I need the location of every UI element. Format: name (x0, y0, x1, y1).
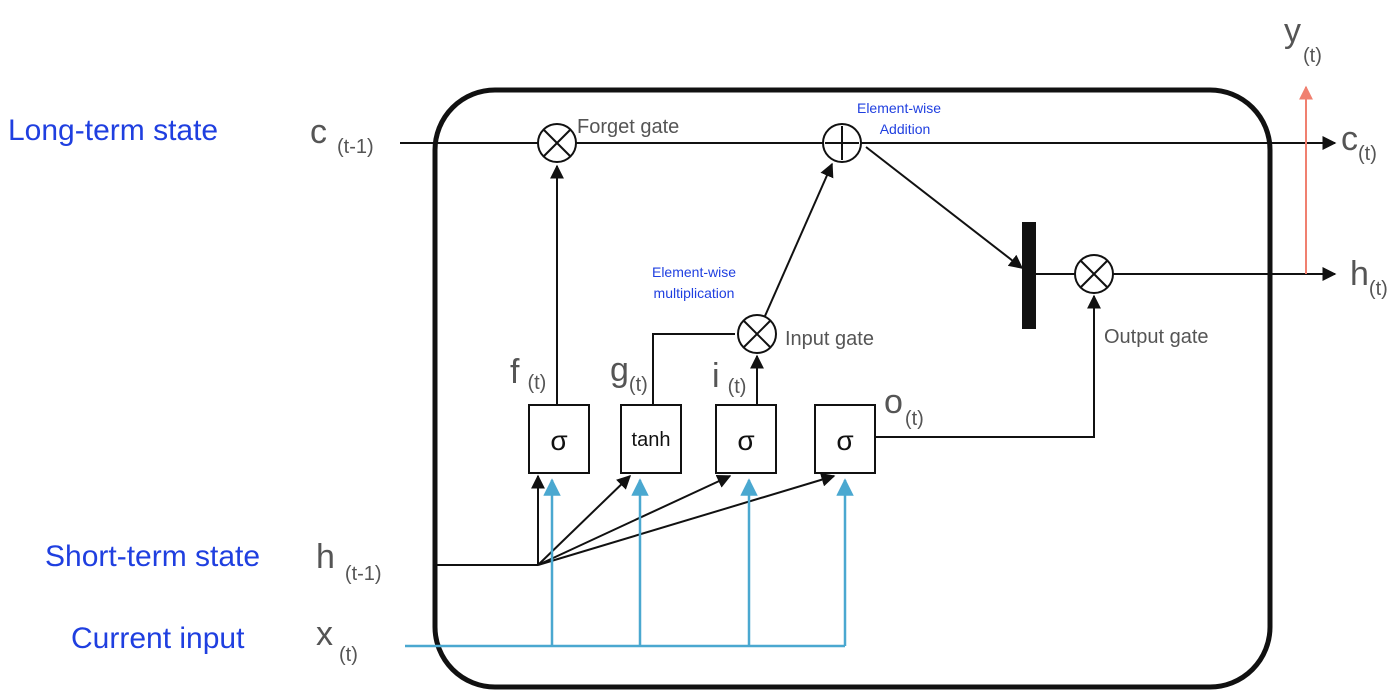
short-term-state-label: Short-term state (45, 540, 260, 573)
lstm-cell-boundary (432, 87, 1273, 690)
h-t-var: h(t) (1350, 255, 1388, 300)
input-gate-multiply-node (737, 314, 777, 354)
c-prev-var: c(t-1) (310, 113, 374, 158)
h-to-output-box (537, 472, 836, 566)
forget-gate-label: Forget gate (577, 116, 679, 138)
g-to-input-mult-line (652, 333, 735, 405)
h-prev-var: h(t-1) (316, 538, 382, 585)
y-t-var: y(t) (1284, 12, 1322, 67)
f-t-var: f(t) (510, 353, 546, 394)
input-gate-label: Input gate (785, 328, 874, 350)
h-to-tanh-box (537, 475, 632, 566)
o-t-var: o(t) (884, 383, 924, 430)
long-term-state-label: Long-term state (8, 114, 218, 147)
output-gate-label: Output gate (1104, 326, 1209, 348)
multiplication-note-line2: multiplication (654, 285, 735, 301)
tanh-symbol: tanh (632, 429, 671, 451)
c-to-tanh-bar-line (865, 146, 1024, 269)
multiplication-note-line1: Element-wise (652, 264, 736, 280)
sigma-output-symbol: σ (836, 425, 853, 456)
element-wise-addition-node (822, 123, 862, 163)
addition-note-line1: Element-wise (857, 100, 941, 116)
i-t-var: i(t) (712, 357, 746, 398)
h-to-input-box (537, 474, 732, 566)
g-t-var: g(t) (610, 351, 648, 396)
o-to-output-mult-line (875, 294, 1101, 438)
input-gate-sigmoid-box (715, 404, 777, 474)
output-gate-sigmoid-box (814, 404, 876, 474)
sigma-input-symbol: σ (737, 425, 754, 456)
sigma-forget-symbol: σ (550, 425, 567, 456)
output-gate-multiply-node (1074, 254, 1114, 294)
forget-gate-sigmoid-box (528, 404, 590, 474)
current-input-label: Current input (71, 622, 245, 655)
forget-gate-multiply-node (537, 123, 577, 163)
input-mult-to-add-line (764, 162, 834, 317)
addition-note-line2: Addition (880, 121, 931, 137)
candidate-tanh-box (620, 404, 682, 474)
output-tanh-bar (1022, 222, 1036, 329)
c-t-var: c(t) (1341, 120, 1377, 165)
x-t-var: x(t) (316, 615, 358, 666)
